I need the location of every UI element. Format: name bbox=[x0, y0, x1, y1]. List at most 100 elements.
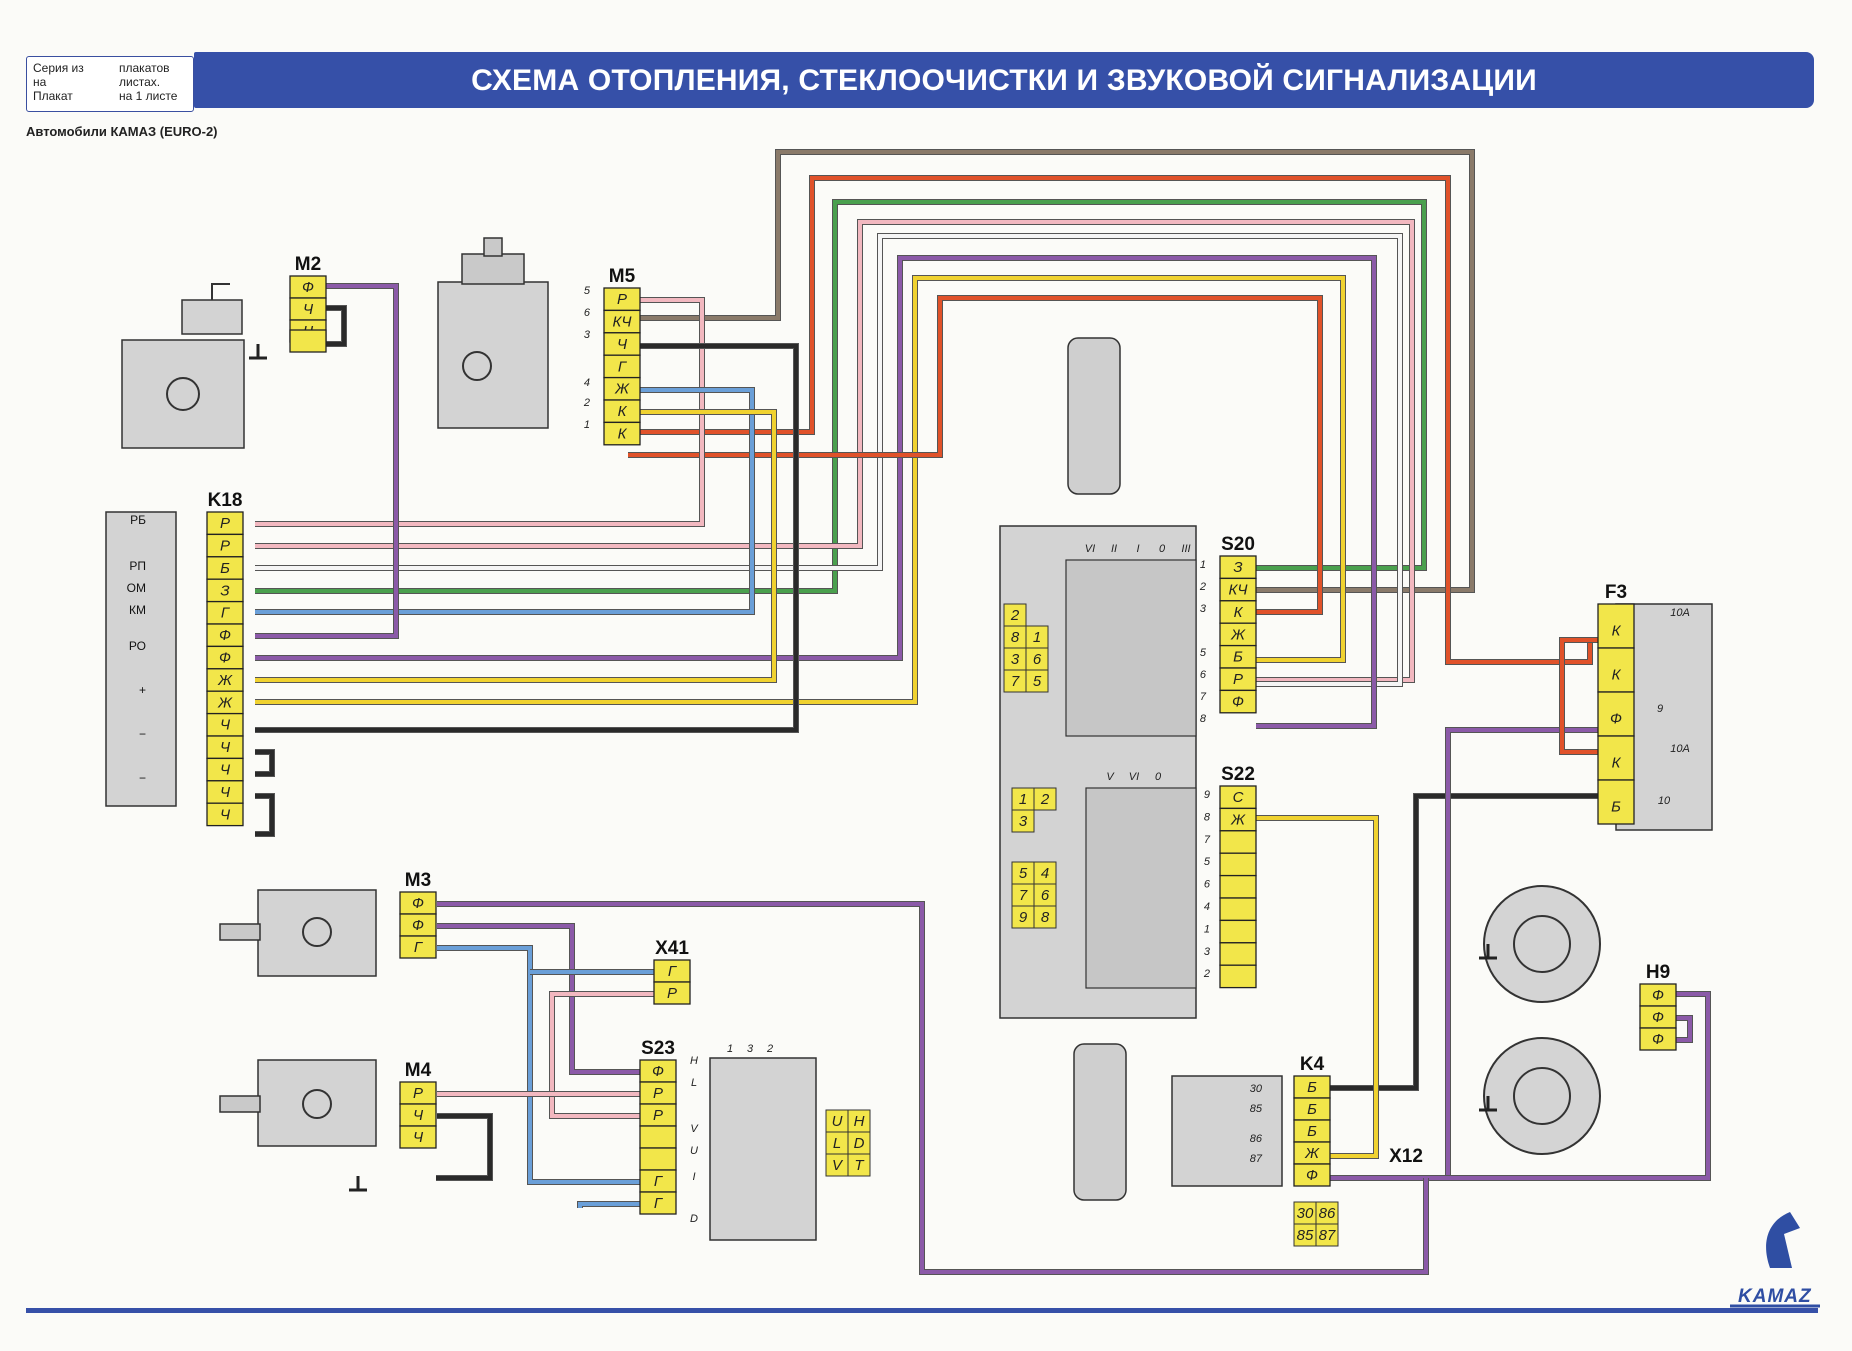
wire-black-k18-2-outline bbox=[255, 793, 275, 837]
k18-pin bbox=[206, 802, 244, 827]
k18-pin-label: Ч bbox=[220, 762, 231, 779]
s22-terminal-number: 3 bbox=[1204, 946, 1211, 958]
s22-terminal-number: 8 bbox=[1204, 811, 1211, 823]
k18-pin-label: Ф bbox=[219, 627, 231, 644]
s22-grid-bottom-cell-label: 6 bbox=[1041, 887, 1050, 904]
k4-socket-cell bbox=[1315, 1223, 1339, 1247]
wiper-lever-icon bbox=[1067, 337, 1121, 495]
s23-table-cell-label: V bbox=[832, 1157, 844, 1174]
s20-terminal-number: 8 bbox=[1200, 713, 1207, 725]
m4-pin bbox=[399, 1125, 437, 1149]
m4-pin-label: Р bbox=[413, 1085, 423, 1102]
s23-terminal-letter: L bbox=[691, 1077, 697, 1089]
f3-label: F3 bbox=[1605, 582, 1627, 603]
x12-label: X12 bbox=[1389, 1146, 1423, 1167]
s20-pin-label: З bbox=[1233, 559, 1242, 576]
vehicle-subtitle: Автомобили КАМАЗ (EURO-2) bbox=[26, 124, 218, 139]
wire-green bbox=[255, 200, 1426, 593]
series-value-3: на 1 листе bbox=[119, 89, 178, 103]
s20-terminal-number: 5 bbox=[1200, 647, 1207, 659]
s23-terminal-letter: I bbox=[692, 1171, 695, 1183]
m2-cap bbox=[181, 299, 243, 335]
wire-black-m4-outline bbox=[436, 1113, 493, 1181]
heater-motor-m4-body bbox=[257, 1059, 377, 1147]
wire-red-s20 bbox=[628, 296, 1322, 614]
k18-side-label: КМ bbox=[129, 603, 146, 617]
m3-shaft bbox=[219, 923, 261, 941]
k18-pin-label: Ч bbox=[220, 784, 231, 801]
wire-black-m2-outline bbox=[326, 305, 347, 347]
m3-pin-label: Ф bbox=[412, 917, 424, 934]
k18-pin-label: Г bbox=[221, 605, 231, 622]
k18-side-label: − bbox=[139, 771, 146, 785]
s22-terminal-number: 5 bbox=[1204, 856, 1211, 868]
wire-pink-x41-s23 bbox=[550, 992, 690, 1118]
wire-blue-m5-k18 bbox=[255, 388, 754, 614]
wire-red-f3-outline bbox=[1559, 637, 1600, 755]
m5-pin-label: Ч bbox=[617, 336, 628, 353]
s22-terminal-number: 7 bbox=[1204, 834, 1211, 846]
wire-yellow-s20 bbox=[255, 276, 1345, 704]
s20-grid-cell-label: 3 bbox=[1011, 651, 1020, 668]
wire-black-k18-1 bbox=[255, 750, 274, 776]
motor-symbol-icon bbox=[302, 917, 332, 947]
s22-terminal-number: 4 bbox=[1204, 901, 1210, 913]
s22-grid-bottom-cell-label: 7 bbox=[1019, 887, 1028, 904]
s20-terminal-number: 3 bbox=[1200, 603, 1207, 615]
k4-terminal-number: 87 bbox=[1250, 1153, 1263, 1165]
s23-pin bbox=[639, 1147, 677, 1171]
h9-pin-label: Ф bbox=[1652, 1031, 1664, 1048]
s20-position-label: 0 bbox=[1159, 543, 1166, 555]
k4-pin-label: Б bbox=[1307, 1101, 1317, 1118]
wire-violet-h9 bbox=[1676, 1016, 1692, 1042]
k4-terminal-number: 30 bbox=[1250, 1083, 1263, 1095]
m5-terminal-number: 3 bbox=[584, 329, 591, 341]
series-value-1: плакатов bbox=[119, 61, 170, 75]
wire-pink-s20 bbox=[255, 220, 1414, 682]
wires bbox=[255, 149, 1711, 1275]
k18-pin-label: Ч bbox=[220, 739, 231, 756]
s23-table-cell bbox=[847, 1153, 871, 1177]
connector-blocks: M2ФЧЧM5РКЧЧГЖККK18РРБЗГФФЖЖЧЧЧЧЧS20ЗКЧКЖ… bbox=[206, 254, 1677, 1215]
motor-symbol-icon bbox=[166, 377, 200, 411]
s22-position-label: V bbox=[1106, 771, 1115, 783]
s20-pin bbox=[1219, 689, 1257, 714]
k4-pin-label: Б bbox=[1307, 1079, 1317, 1096]
m5-terminal-number: 2 bbox=[583, 397, 590, 409]
s23-position-label: 1 bbox=[727, 1043, 733, 1055]
m5-pin-label: К bbox=[618, 426, 628, 443]
f3-pin-label: К bbox=[1612, 623, 1622, 640]
s20-pin-label: Ж bbox=[1230, 626, 1246, 643]
k4-pin-label: Ж bbox=[1304, 1145, 1320, 1162]
m2-pin-extra bbox=[289, 329, 327, 353]
motor-symbol-icon bbox=[462, 351, 492, 381]
wire-violet-m2-k18 bbox=[255, 284, 398, 638]
s20-pin-label: Р bbox=[1233, 671, 1243, 688]
series-label-3: Плакат bbox=[33, 89, 73, 103]
s20-pin-label: К bbox=[1234, 604, 1244, 621]
s20-pin-label: КЧ bbox=[1229, 582, 1249, 599]
h9-pin-label: Ф bbox=[1652, 987, 1664, 1004]
k18-pin-label: Р bbox=[220, 515, 230, 532]
k18-pin-label: З bbox=[220, 582, 229, 599]
s22-terminal-number: 6 bbox=[1204, 879, 1211, 891]
m4-shaft bbox=[219, 1095, 261, 1113]
m3-pin-label: Ф bbox=[412, 895, 424, 912]
k4-terminal-number: 86 bbox=[1250, 1133, 1263, 1145]
s23-position-label: 3 bbox=[747, 1043, 754, 1055]
s20-terminal-number: 6 bbox=[1200, 669, 1207, 681]
s20-position-label: I bbox=[1136, 543, 1139, 555]
s23-terminal-letter: V bbox=[690, 1123, 699, 1135]
m5-terminal-number: 5 bbox=[584, 285, 591, 297]
s22-pin-label: С bbox=[1233, 789, 1244, 806]
f3-pin bbox=[1597, 779, 1635, 825]
m5-pin bbox=[603, 421, 641, 446]
s22-grid-top-cell-label: 3 bbox=[1019, 813, 1028, 830]
h9-pin bbox=[1639, 1027, 1677, 1051]
s20-grid-cell bbox=[1025, 669, 1049, 693]
s22-grid-top-cell-label: 2 bbox=[1040, 791, 1050, 808]
m5-terminal-number: 4 bbox=[584, 377, 590, 389]
wire-red-f3 bbox=[1560, 638, 1600, 754]
